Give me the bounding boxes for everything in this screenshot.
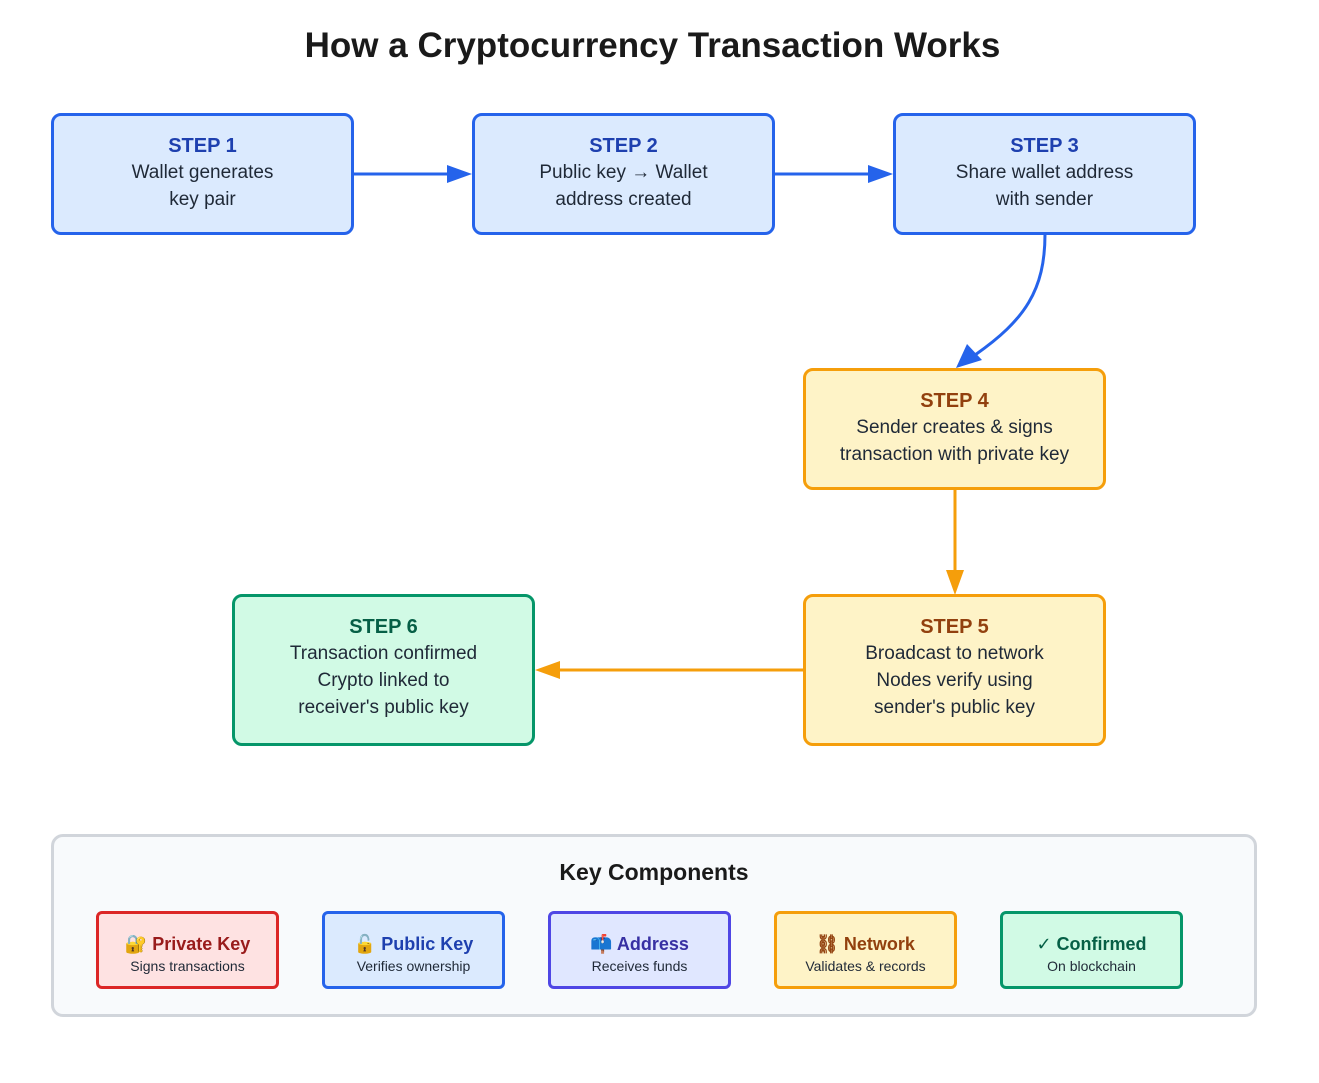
legend-item-private-key-title: Private Key bbox=[152, 934, 251, 954]
step-2-text-line-2: address created bbox=[555, 189, 692, 210]
arrow-step4-to-step5 bbox=[946, 489, 964, 595]
step-3-text-line-1: Share wallet address bbox=[955, 162, 1134, 183]
legend-item-private-key-desc: Signs transactions bbox=[130, 958, 245, 974]
step-4-text-line-2: transaction with private key bbox=[839, 444, 1070, 465]
step-6-box: STEP 6 Transaction confirmed Crypto link… bbox=[232, 594, 535, 746]
legend-item-network: ⛓ Network Validates & records bbox=[774, 911, 957, 989]
key-components-legend: Key Components 🔐 Private Key Signs trans… bbox=[51, 834, 1257, 1017]
arrow-step1-to-step2 bbox=[353, 165, 472, 183]
legend-item-public-key: 🔓 Public Key Verifies ownership bbox=[322, 911, 505, 989]
arrow-step5-to-step6 bbox=[535, 661, 804, 679]
arrow-step3-to-step4 bbox=[956, 233, 1047, 368]
step-3-box: STEP 3 Share wallet address with sender bbox=[893, 113, 1196, 235]
legend-item-network-title: Network bbox=[843, 934, 915, 954]
step-2-text-line-1: Public key → Wallet bbox=[539, 162, 708, 183]
legend-item-network-heading: ⛓ Network bbox=[777, 933, 954, 955]
check-mark-icon: ✓ bbox=[1036, 934, 1052, 954]
legend-item-confirmed-heading: ✓ Confirmed bbox=[1003, 933, 1180, 955]
step-3-label: STEP 3 bbox=[1010, 135, 1079, 157]
step-1-box: STEP 1 Wallet generates key pair bbox=[51, 113, 354, 235]
chains-icon: ⛓ bbox=[816, 934, 839, 954]
legend-item-confirmed: ✓ Confirmed On blockchain bbox=[1000, 911, 1183, 989]
legend-item-address-title: Address bbox=[616, 934, 689, 954]
step-5-text-line-1: Broadcast to network bbox=[865, 643, 1044, 664]
step-3-text-line-2: with sender bbox=[995, 189, 1094, 210]
step-2-box: STEP 2 Public key → Wallet address creat… bbox=[472, 113, 775, 235]
step-1-text-line-1: Wallet generates bbox=[131, 162, 274, 183]
legend-item-public-key-heading: 🔓 Public Key bbox=[325, 933, 502, 955]
step-5-label: STEP 5 bbox=[920, 616, 989, 638]
step-1-label: STEP 1 bbox=[168, 135, 237, 157]
step-6-text-line-1: Transaction confirmed bbox=[289, 643, 478, 664]
diagram-title: How a Cryptocurrency Transaction Works bbox=[304, 26, 1001, 65]
legend-item-address: 📫 Address Receives funds bbox=[548, 911, 731, 989]
step-5-text-line-2: Nodes verify using bbox=[876, 670, 1033, 691]
locked-with-key-icon: 🔐 bbox=[124, 934, 148, 954]
step-4-label: STEP 4 bbox=[920, 390, 989, 412]
step-6-text-line-2: Crypto linked to bbox=[317, 670, 450, 691]
step-5-box: STEP 5 Broadcast to network Nodes verify… bbox=[803, 594, 1106, 746]
step-4-text-line-1: Sender creates & signs bbox=[856, 417, 1053, 438]
arrow-step2-to-step3 bbox=[774, 165, 893, 183]
legend-item-address-desc: Receives funds bbox=[591, 958, 688, 974]
step-1-text-line-2: key pair bbox=[169, 189, 236, 210]
step-2-label: STEP 2 bbox=[589, 135, 658, 157]
legend-item-confirmed-title: Confirmed bbox=[1056, 934, 1147, 954]
legend-item-confirmed-desc: On blockchain bbox=[1047, 958, 1136, 974]
legend-item-address-heading: 📫 Address bbox=[551, 933, 728, 955]
step-4-box: STEP 4 Sender creates & signs transactio… bbox=[803, 368, 1106, 490]
open-lock-icon: 🔓 bbox=[353, 934, 377, 954]
step-5-text-line-3: sender's public key bbox=[874, 697, 1035, 718]
legend-title: Key Components bbox=[559, 859, 749, 885]
step-6-label: STEP 6 bbox=[349, 616, 418, 638]
legend-item-public-key-desc: Verifies ownership bbox=[356, 958, 471, 974]
step-6-text-line-3: receiver's public key bbox=[298, 697, 469, 718]
legend-item-network-desc: Validates & records bbox=[805, 958, 926, 974]
legend-item-private-key: 🔐 Private Key Signs transactions bbox=[96, 911, 279, 989]
legend-item-private-key-heading: 🔐 Private Key bbox=[99, 933, 276, 955]
mailbox-icon: 📫 bbox=[590, 934, 613, 954]
legend-item-public-key-title: Public Key bbox=[381, 934, 474, 954]
